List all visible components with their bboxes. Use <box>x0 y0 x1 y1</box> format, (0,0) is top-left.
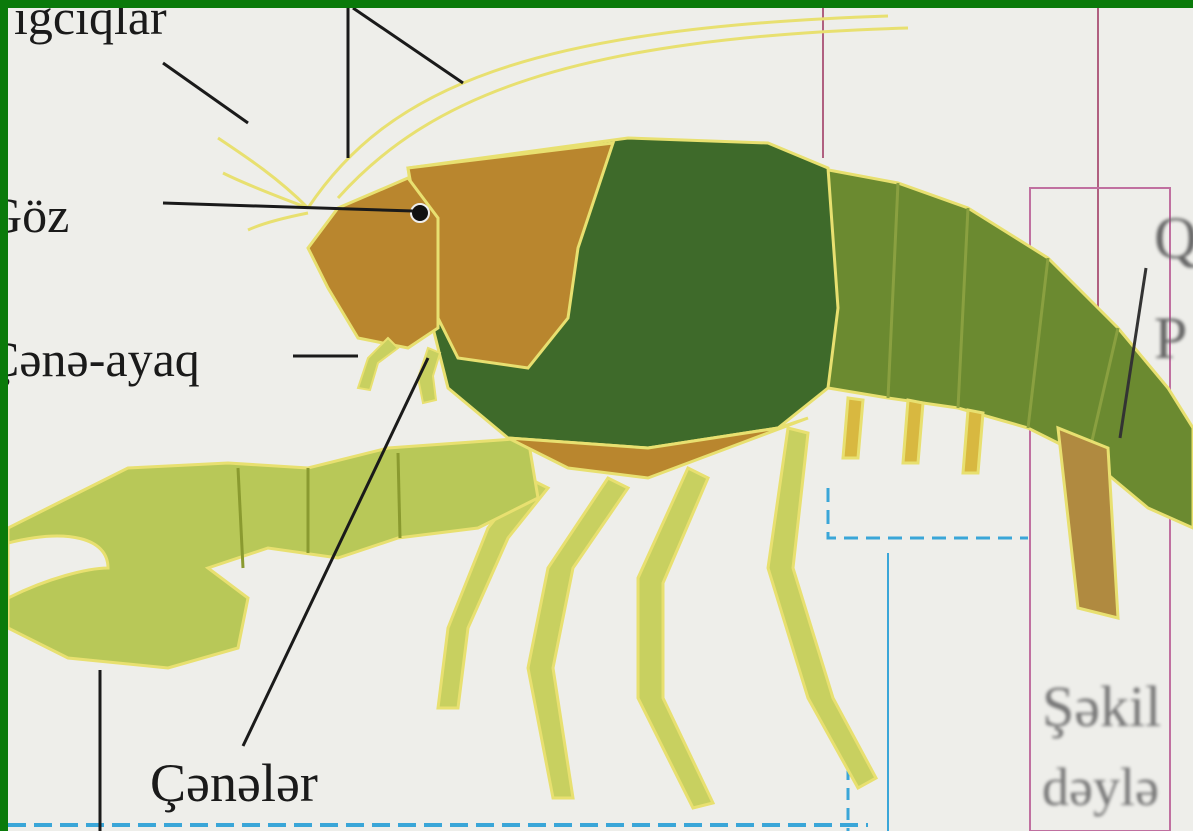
label-antennae: ığcıqlar <box>14 8 167 42</box>
swimmeret <box>1058 428 1118 618</box>
eye-dot <box>411 204 429 222</box>
label-eye: Göz <box>8 190 69 240</box>
pleopod-2 <box>903 400 923 463</box>
crayfish-illustration <box>8 8 1193 831</box>
claw-joint-3 <box>398 453 400 538</box>
cephalothorax <box>308 138 838 478</box>
leg-4 <box>768 428 876 788</box>
label-jaws: Çənələr <box>150 756 318 810</box>
maxilliped-1 <box>358 338 398 390</box>
pointer-jaws <box>243 358 428 746</box>
label-jaw-leg: Çənə-ayaq <box>8 334 200 384</box>
label-right-bottom-2: dəylə <box>1042 760 1159 814</box>
pointer-antennae-1 <box>163 63 248 123</box>
label-right-top-2: P <box>1154 308 1187 368</box>
label-right-bottom-1: Şəkil <box>1042 678 1161 736</box>
textbook-page: ığcıqlar Göz Çənə-ayaq Çənələr Q P Şəkil… <box>8 8 1193 831</box>
antennule-2 <box>223 173 308 208</box>
pleopod-3 <box>963 410 983 473</box>
guide-dashed-blue <box>828 488 1028 538</box>
leg-2 <box>528 478 628 798</box>
pointer-antennae-3 <box>353 8 463 83</box>
pleopod-1 <box>843 398 863 458</box>
abdomen-body <box>818 168 1193 528</box>
antennule-1 <box>218 138 308 208</box>
maxillipeds <box>358 338 440 403</box>
abdomen <box>818 168 1193 618</box>
leg-3 <box>638 468 713 808</box>
label-right-top-1: Q <box>1154 208 1193 268</box>
antennule-3 <box>248 213 308 230</box>
